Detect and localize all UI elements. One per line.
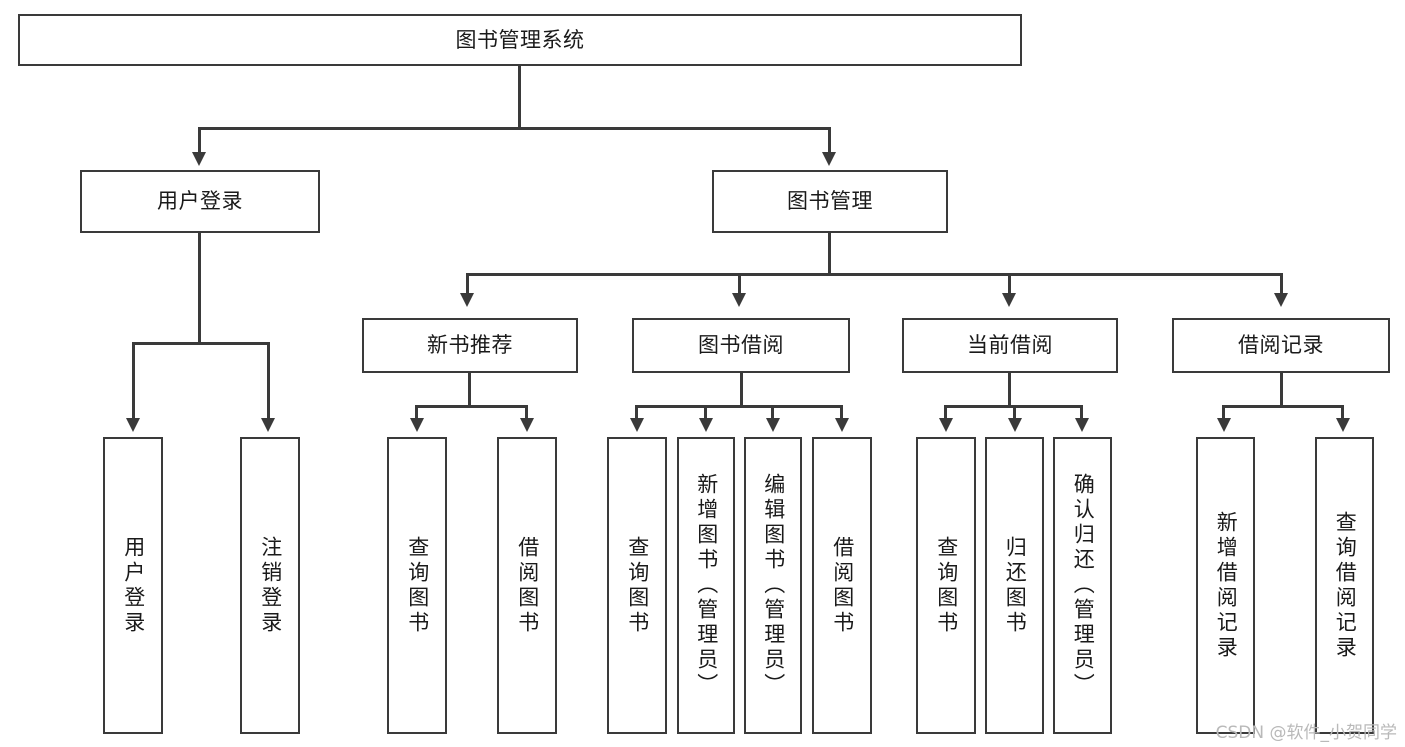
arrowhead-borrowrecord-leaf-1	[1217, 418, 1231, 432]
connector-bookmanage-to-book-borrow	[738, 273, 741, 295]
node-label: 归还图书	[1003, 535, 1028, 636]
node-label: 查询借阅记录	[1333, 510, 1358, 661]
arrowhead-newbook-leaf-1	[410, 418, 424, 432]
node-label: 图书借阅	[698, 333, 784, 357]
node-label: 确认归还（管理员）	[1071, 473, 1096, 698]
node-label: 用户登录	[121, 535, 146, 636]
connector-bookborrow-stem	[740, 373, 743, 408]
arrowhead-borrowrecord-leaf-2	[1336, 418, 1350, 432]
node-label: 新书推荐	[427, 333, 513, 357]
connector-userlogin-to-leaf-1	[132, 342, 135, 420]
leaf-borrowrecord-query-record[interactable]: 查询借阅记录	[1315, 437, 1374, 734]
arrowhead-new-book-recommend	[460, 293, 474, 307]
connector-userlogin-stem	[198, 233, 201, 345]
connector-newbook-bus	[415, 405, 528, 408]
arrowhead-bookborrow-leaf-1	[630, 418, 644, 432]
arrowhead-current-borrow	[1002, 293, 1016, 307]
node-label: 当前借阅	[967, 333, 1053, 357]
node-user-login[interactable]: 用户登录	[80, 170, 320, 233]
arrowhead-bookborrow-leaf-4	[835, 418, 849, 432]
node-label: 查询图书	[625, 535, 650, 636]
leaf-bookborrow-borrow-books[interactable]: 借阅图书	[812, 437, 872, 734]
connector-root-stem	[518, 66, 521, 127]
arrowhead-userlogin-leaf-1	[126, 418, 140, 432]
arrowhead-borrow-record	[1274, 293, 1288, 307]
connector-userlogin-bus	[132, 342, 270, 345]
node-label: 编辑图书（管理员）	[761, 473, 786, 698]
connector-bookborrow-to-leaf-3	[771, 405, 774, 420]
arrowhead-currentborrow-leaf-3	[1075, 418, 1089, 432]
leaf-borrowrecord-add-record[interactable]: 新增借阅记录	[1196, 437, 1255, 734]
connector-bookborrow-bus	[635, 405, 843, 408]
connector-bookborrow-to-leaf-4	[840, 405, 843, 420]
node-book-management[interactable]: 图书管理	[712, 170, 948, 233]
connector-bookborrow-to-leaf-1	[635, 405, 638, 420]
node-label: 借阅图书	[515, 535, 540, 636]
arrowhead-book-borrow	[732, 293, 746, 307]
node-label: 借阅记录	[1238, 333, 1324, 357]
leaf-user-login-logout[interactable]: 注销登录	[240, 437, 300, 734]
connector-userlogin-to-leaf-2	[267, 342, 270, 420]
leaf-currentborrow-confirm-return-admin[interactable]: 确认归还（管理员）	[1053, 437, 1112, 734]
connector-currentborrow-to-leaf-2	[1013, 405, 1016, 420]
node-label: 新增借阅记录	[1214, 510, 1239, 661]
connector-bookmanage-bus	[466, 273, 1283, 276]
connector-newbook-stem	[468, 373, 471, 408]
connector-currentborrow-stem	[1008, 373, 1011, 408]
arrowhead-userlogin-leaf-2	[261, 418, 275, 432]
node-label: 借阅图书	[830, 535, 855, 636]
connector-borrowrecord-to-leaf-1	[1222, 405, 1225, 420]
connector-newbook-to-leaf-2	[525, 405, 528, 420]
arrowhead-newbook-leaf-2	[520, 418, 534, 432]
connector-borrowrecord-to-leaf-2	[1341, 405, 1344, 420]
node-label: 新增图书（管理员）	[694, 473, 719, 698]
connector-root-to-user-login	[198, 127, 201, 154]
node-label: 注销登录	[258, 535, 283, 636]
arrowhead-book-manage	[822, 152, 836, 166]
arrowhead-user-login	[192, 152, 206, 166]
leaf-user-login-login[interactable]: 用户登录	[103, 437, 163, 734]
node-label: 图书管理	[787, 189, 873, 213]
connector-currentborrow-to-leaf-1	[944, 405, 947, 420]
leaf-newbook-query-books[interactable]: 查询图书	[387, 437, 447, 734]
leaf-bookborrow-add-book-admin[interactable]: 新增图书（管理员）	[677, 437, 735, 734]
leaf-newbook-borrow-books[interactable]: 借阅图书	[497, 437, 557, 734]
connector-bookmanage-to-borrow-record	[1280, 273, 1283, 295]
connector-bookmanage-to-new-book	[466, 273, 469, 295]
connector-bookmanage-stem	[828, 233, 831, 276]
node-book-borrow[interactable]: 图书借阅	[632, 318, 850, 373]
connector-borrowrecord-bus	[1222, 405, 1344, 408]
node-root-library-system[interactable]: 图书管理系统	[18, 14, 1022, 66]
leaf-bookborrow-query-books[interactable]: 查询图书	[607, 437, 667, 734]
connector-root-bus	[198, 127, 831, 130]
arrowhead-bookborrow-leaf-3	[766, 418, 780, 432]
node-new-book-recommend[interactable]: 新书推荐	[362, 318, 578, 373]
connector-root-to-book-manage	[828, 127, 831, 154]
connector-bookborrow-to-leaf-2	[704, 405, 707, 420]
node-label: 用户登录	[157, 189, 243, 213]
connector-currentborrow-to-leaf-3	[1080, 405, 1083, 420]
arrowhead-bookborrow-leaf-2	[699, 418, 713, 432]
node-label: 查询图书	[405, 535, 430, 636]
arrowhead-currentborrow-leaf-2	[1008, 418, 1022, 432]
node-label: 图书管理系统	[455, 27, 585, 52]
connector-newbook-to-leaf-1	[415, 405, 418, 420]
leaf-currentborrow-query-books[interactable]: 查询图书	[916, 437, 976, 734]
arrowhead-currentborrow-leaf-1	[939, 418, 953, 432]
node-label: 查询图书	[934, 535, 959, 636]
node-borrow-record[interactable]: 借阅记录	[1172, 318, 1390, 373]
connector-bookmanage-to-current-borrow	[1008, 273, 1011, 295]
connector-borrowrecord-stem	[1280, 373, 1283, 408]
node-current-borrow[interactable]: 当前借阅	[902, 318, 1118, 373]
leaf-bookborrow-edit-book-admin[interactable]: 编辑图书（管理员）	[744, 437, 802, 734]
leaf-currentborrow-return-books[interactable]: 归还图书	[985, 437, 1044, 734]
